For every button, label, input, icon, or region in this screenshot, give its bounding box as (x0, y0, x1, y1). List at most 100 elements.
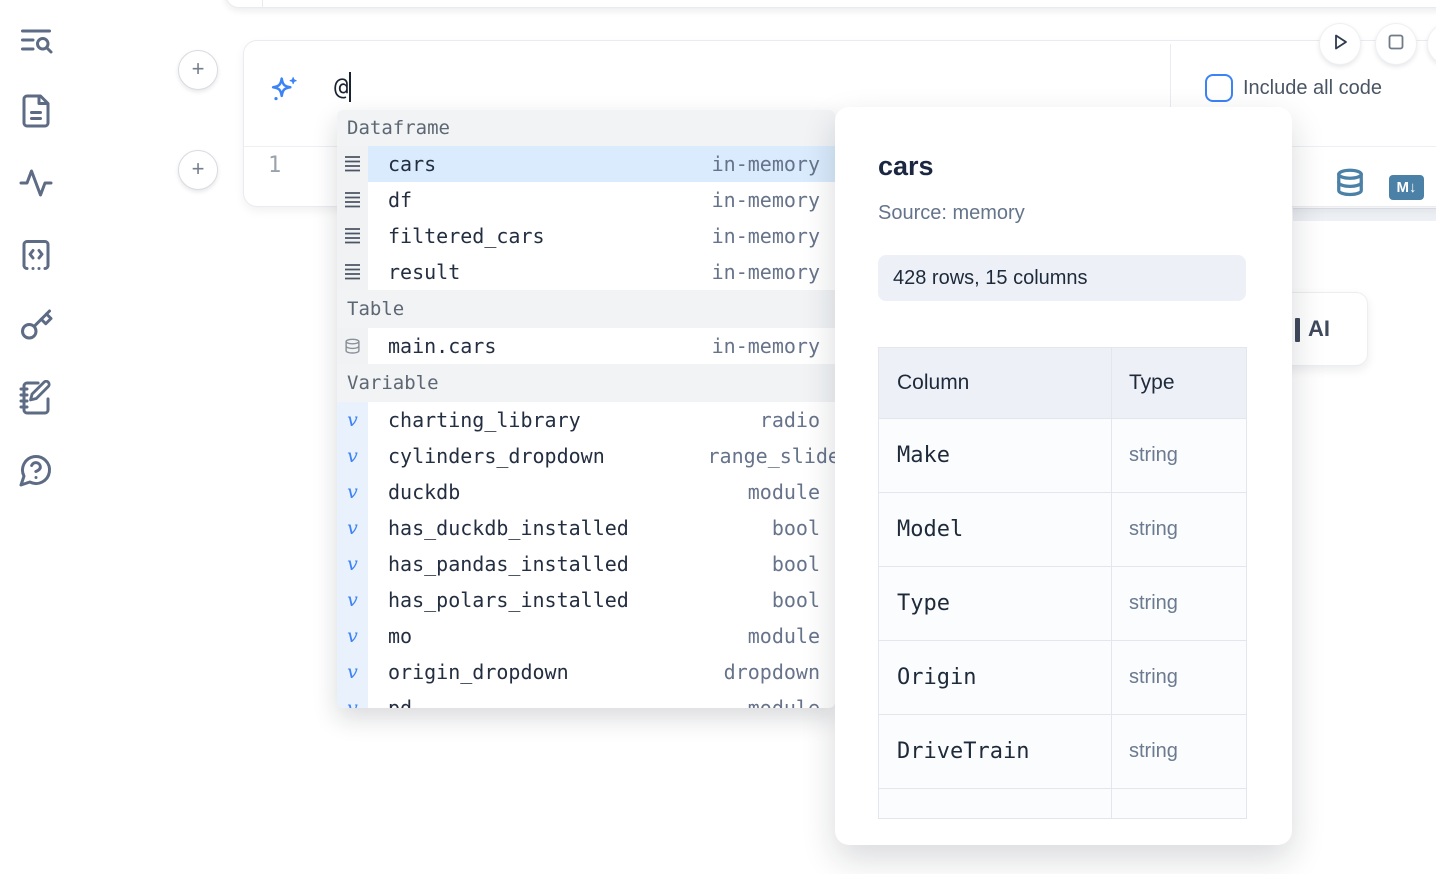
sparkles-icon (268, 74, 300, 106)
variable-icon: v (337, 402, 368, 438)
add-cell-below-button[interactable]: + (178, 150, 218, 190)
include-all-code-checkbox[interactable] (1205, 74, 1233, 102)
item-name: duckdb (388, 480, 461, 504)
variable-icon: v (337, 510, 368, 546)
schema-header-row: Column Type (879, 348, 1246, 419)
table-row: Model string (879, 493, 1246, 567)
preview-source: Source: memory (878, 202, 1025, 224)
autocomplete-item-mo[interactable]: v mo module (337, 618, 835, 654)
item-name: result (388, 260, 461, 284)
column-name: Origin (897, 665, 977, 690)
extra-cell-button[interactable] (1428, 24, 1436, 64)
autocomplete-item-has-polars-installed[interactable]: v has_polars_installed bool (337, 582, 835, 618)
help-chat-icon[interactable] (18, 452, 54, 488)
type-header: Type (1129, 371, 1175, 394)
column-name: Model (897, 517, 964, 542)
autocomplete-item-duckdb[interactable]: v duckdb module (337, 474, 835, 510)
item-detail: bool (771, 552, 820, 576)
autocomplete-item-df[interactable]: df in-memory (337, 182, 835, 218)
preview-shape-badge: 428 rows, 15 columns (878, 255, 1246, 301)
column-name: DriveTrain (897, 739, 1030, 764)
item-detail: in-memory (711, 152, 820, 176)
left-sidebar (0, 0, 74, 874)
column-header: Column (897, 371, 970, 394)
variable-icon: v (337, 690, 368, 708)
item-name: has_pandas_installed (388, 552, 629, 576)
code-snippet-icon[interactable] (18, 237, 54, 273)
autocomplete-item-result[interactable]: result in-memory (337, 254, 835, 290)
item-name: cylinders_dropdown (388, 444, 605, 468)
variable-icon: v (337, 654, 368, 690)
autocomplete-item-pd-partial[interactable]: v pd module (337, 690, 835, 708)
text-cursor (349, 72, 352, 102)
column-type: string (1129, 518, 1178, 540)
variable-icon: v (337, 546, 368, 582)
section-header-table: Table (337, 290, 835, 328)
rows-icon (337, 146, 368, 182)
ai-prompt-input[interactable]: @ (334, 72, 352, 102)
key-icon[interactable] (18, 308, 54, 344)
list-search-icon[interactable] (18, 22, 54, 58)
rows-icon (337, 254, 368, 290)
run-cell-button[interactable] (1320, 24, 1360, 64)
autocomplete-item-filtered-cars[interactable]: filtered_cars in-memory (337, 218, 835, 254)
item-detail: in-memory (711, 188, 820, 212)
scratchpad-icon[interactable] (18, 379, 54, 416)
table-row: Origin string (879, 641, 1246, 715)
item-detail: module (747, 624, 820, 648)
item-detail: range_slider (707, 444, 836, 468)
table-row: Make string (879, 419, 1246, 493)
item-name: pd (388, 696, 413, 708)
activity-icon[interactable] (18, 165, 54, 201)
add-cell-above-button[interactable]: + (178, 50, 218, 90)
autocomplete-item-cars[interactable]: cars in-memory (337, 146, 835, 182)
table-row: Type string (879, 567, 1246, 641)
file-text-icon[interactable] (18, 93, 54, 129)
previous-cell-edge (225, 0, 1436, 8)
column-type: string (1129, 666, 1178, 688)
item-detail: bool (771, 516, 820, 540)
column-type: string (1129, 444, 1178, 466)
variable-icon: v (337, 438, 368, 474)
autocomplete-item-main-cars[interactable]: main.cars in-memory (337, 328, 835, 364)
item-detail: in-memory (711, 334, 820, 358)
dataframe-preview-panel: cars Source: memory 428 rows, 15 columns… (835, 107, 1292, 845)
item-name: origin_dropdown (388, 660, 569, 684)
output-header-band (1293, 208, 1436, 221)
autocomplete-item-charting-library[interactable]: v charting_library radio (337, 402, 835, 438)
stop-icon (1385, 31, 1407, 58)
item-detail: module (747, 480, 820, 504)
code-line-number: 1 (268, 153, 282, 178)
column-type: string (1129, 740, 1178, 762)
autocomplete-item-has-pandas-installed[interactable]: v has_pandas_installed bool (337, 546, 835, 582)
item-detail: radio (759, 408, 820, 432)
autocomplete-item-has-duckdb-installed[interactable]: v has_duckdb_installed bool (337, 510, 835, 546)
stop-cell-button[interactable] (1376, 24, 1416, 64)
item-detail: module (747, 696, 820, 708)
rows-icon (337, 182, 368, 218)
ai-prompt-text: @ (334, 73, 349, 101)
variable-icon: v (337, 618, 368, 654)
table-row: DriveTrain string (879, 715, 1246, 789)
preview-title: cars (878, 151, 934, 181)
item-detail: bool (771, 588, 820, 612)
item-name: cars (388, 152, 437, 176)
autocomplete-item-cylinders-dropdown[interactable]: v cylinders_dropdown range_slider (337, 438, 835, 474)
item-name: filtered_cars (388, 224, 545, 248)
rows-icon (337, 218, 368, 254)
database-icon (337, 328, 368, 364)
item-detail: in-memory (711, 224, 820, 248)
item-detail: dropdown (723, 660, 820, 684)
item-name: charting_library (388, 408, 581, 432)
play-icon (1329, 31, 1351, 58)
autocomplete-dropdown: Dataframe cars in-memory df in-memory (337, 110, 835, 708)
autocomplete-item-origin-dropdown[interactable]: v origin_dropdown dropdown (337, 654, 835, 690)
variable-icon: v (337, 582, 368, 618)
export-markdown-icon[interactable]: M↓ (1389, 175, 1424, 200)
section-header-variable: Variable (337, 364, 835, 402)
column-type: string (1129, 592, 1178, 614)
item-name: has_duckdb_installed (388, 516, 629, 540)
table-row-partial (879, 789, 1246, 818)
item-name: has_polars_installed (388, 588, 629, 612)
database-icon[interactable] (1335, 168, 1365, 206)
